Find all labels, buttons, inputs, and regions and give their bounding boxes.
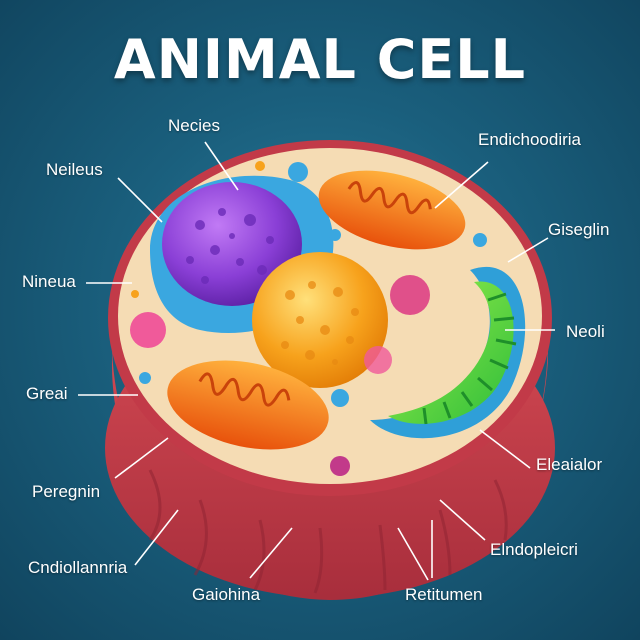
label-greai: Greai (26, 384, 68, 403)
page-title: ANIMAL CELL (113, 28, 527, 91)
label-giseglin: Giseglin (548, 220, 610, 239)
leader-lines (78, 141, 555, 581)
label-nineua: Nineua (22, 272, 76, 291)
endoplasmic-reticulum (370, 266, 526, 439)
label-endichoodiria: Endichoodiria (478, 130, 582, 149)
mitochondrion-top (318, 170, 466, 250)
nucleolus (252, 252, 388, 388)
label-elndopleicri: Elndopleicri (490, 540, 578, 559)
label-retitumen: Retitumen (405, 585, 483, 604)
label-gaiohina: Gaiohina (192, 585, 261, 604)
label-peregnin: Peregnin (32, 482, 101, 501)
label-neoli: Neoli (566, 322, 605, 341)
label-neileus: Neileus (46, 160, 103, 179)
label-eleaialor: Eleaialor (536, 455, 603, 474)
label-necies: Necies (168, 116, 220, 135)
label-cndiollannria: Cndiollannria (28, 558, 128, 577)
vesicles (130, 161, 487, 476)
mitochondrion-bottom (167, 360, 329, 450)
